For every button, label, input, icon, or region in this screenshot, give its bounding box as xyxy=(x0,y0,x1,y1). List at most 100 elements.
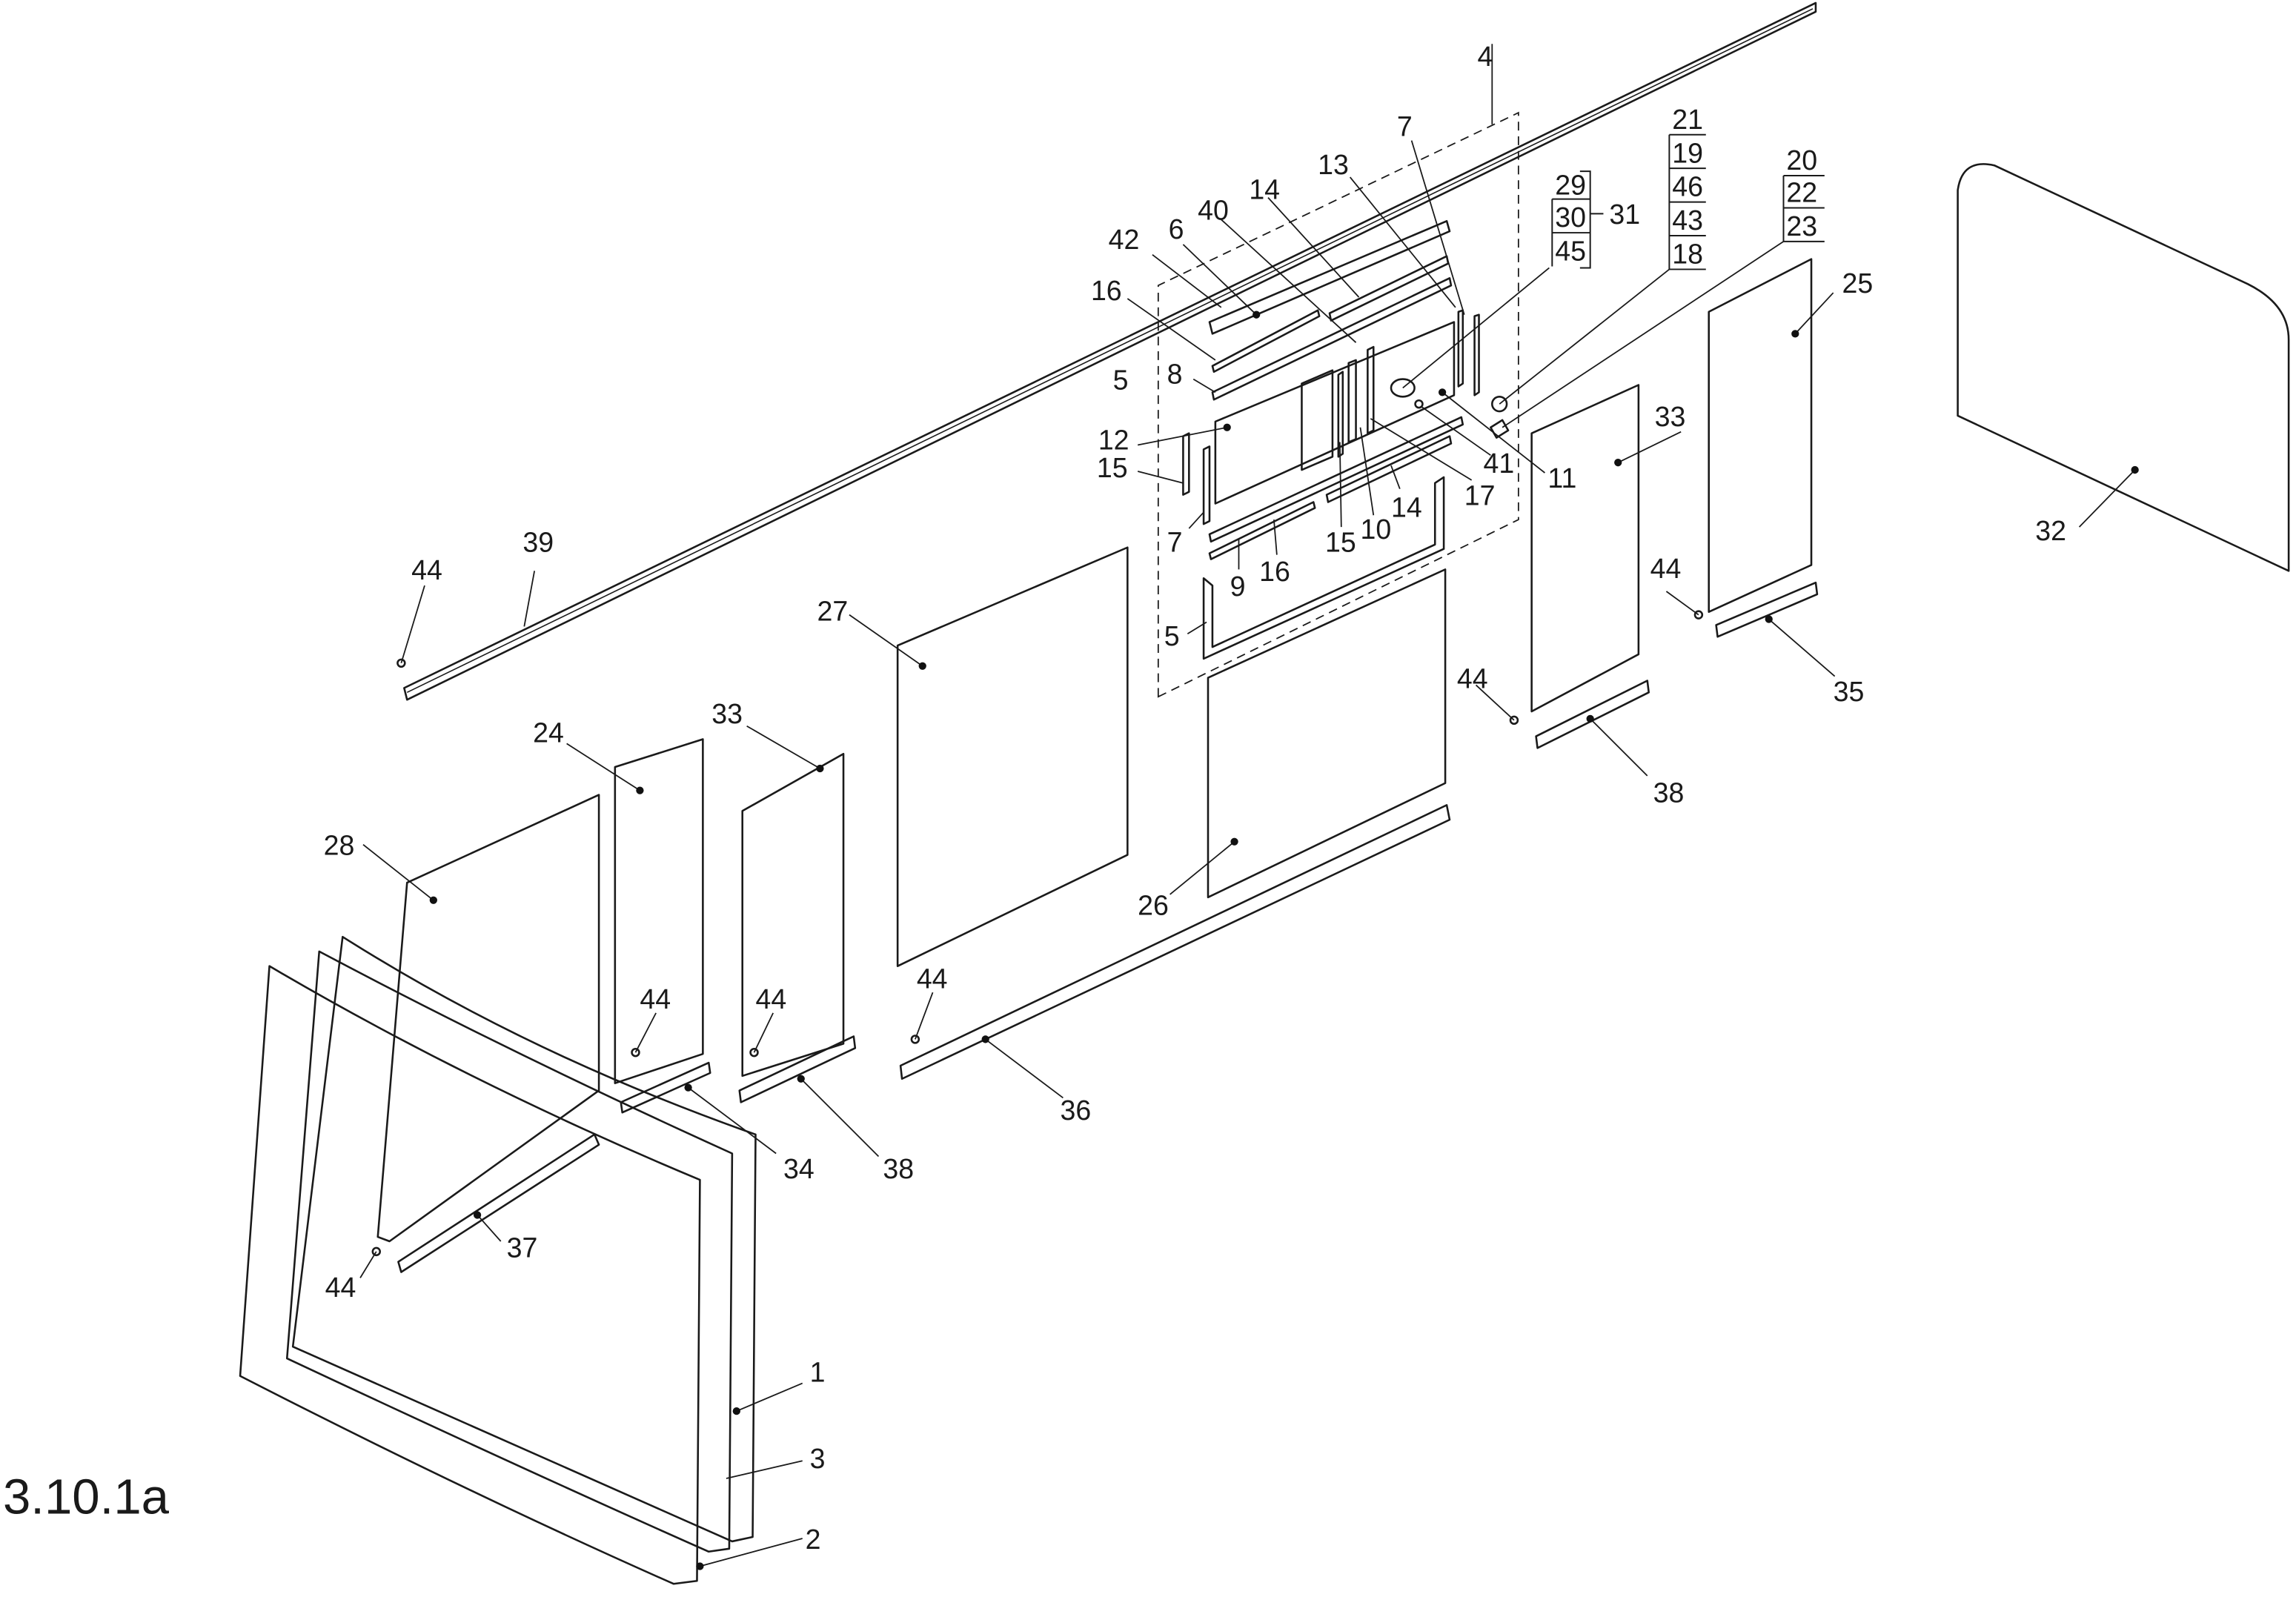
stack-item-21: 21 xyxy=(1672,104,1703,135)
leader-dot xyxy=(1230,837,1238,846)
callout-33-right: 33 xyxy=(1655,401,1686,432)
callout-3: 3 xyxy=(810,1443,826,1474)
leader-dot xyxy=(1586,714,1594,723)
callout-38-left: 38 xyxy=(883,1153,914,1184)
stack-item-43: 43 xyxy=(1672,205,1703,236)
callout-7-top: 7 xyxy=(1397,111,1413,142)
leader-dot xyxy=(429,896,437,904)
part-33-left-panel xyxy=(741,752,845,1078)
part-26-panel xyxy=(1207,568,1447,899)
stack-item-22: 22 xyxy=(1786,177,1817,208)
callout-32: 32 xyxy=(2035,515,2066,546)
stack-item-20: 20 xyxy=(1786,145,1817,176)
callout-13: 13 xyxy=(1318,149,1349,180)
callout-4: 4 xyxy=(1478,41,1493,72)
callout-26: 26 xyxy=(1138,890,1169,921)
callout-34: 34 xyxy=(783,1153,814,1184)
part-2-frame xyxy=(239,965,701,1585)
part-33-right-panel xyxy=(1530,384,1640,713)
stack-item-46: 46 xyxy=(1672,171,1703,202)
callout-44-c: 44 xyxy=(917,963,948,994)
assembly-4-parts xyxy=(1182,219,1480,660)
leader-dot xyxy=(473,1211,482,1219)
leader-dot xyxy=(918,662,926,670)
stack-item-45: 45 xyxy=(1555,236,1586,267)
leader-dot xyxy=(1223,423,1231,431)
leader-dot xyxy=(797,1075,805,1083)
callout-5-top: 5 xyxy=(1113,364,1129,395)
stack-item-30: 30 xyxy=(1555,202,1586,233)
leader-dot xyxy=(696,1562,704,1570)
fasteners-44 xyxy=(371,610,1704,1257)
leader-dot xyxy=(2131,465,2139,474)
callout-9: 9 xyxy=(1230,571,1246,602)
leader-lines xyxy=(359,44,2136,1567)
front-frames xyxy=(239,935,757,1585)
part-3-frame xyxy=(285,950,734,1553)
leader-dot xyxy=(816,764,824,773)
part-1-frame xyxy=(291,935,757,1543)
callout-11: 11 xyxy=(1547,462,1576,494)
part-39-top-rail xyxy=(403,1,1817,701)
callout-5-bottom: 5 xyxy=(1164,620,1180,651)
callout-42: 42 xyxy=(1109,224,1140,255)
cylinder-set-stack: 20 22 23 xyxy=(1782,145,1825,242)
part-28-panel xyxy=(376,794,600,1243)
callout-7-left: 7 xyxy=(1167,527,1183,558)
part-32-panel xyxy=(1957,163,2290,572)
part-36-rail xyxy=(899,804,1451,1080)
leader-dot xyxy=(732,1407,740,1415)
callout-44-topleft: 44 xyxy=(411,554,442,585)
callout-27: 27 xyxy=(817,596,848,627)
leader-dot xyxy=(1438,388,1447,396)
callout-6: 6 xyxy=(1169,213,1184,245)
callout-15-bottom: 15 xyxy=(1325,527,1356,558)
callout-41: 41 xyxy=(1483,448,1514,479)
part-lock-button xyxy=(1491,396,1508,413)
callout-1: 1 xyxy=(810,1357,826,1388)
part-38-right-rail xyxy=(1535,680,1650,749)
part-24-panel xyxy=(614,738,704,1084)
callout-44-b: 44 xyxy=(755,983,786,1015)
part-35-rail xyxy=(1715,581,1819,638)
callout-44-right: 44 xyxy=(1650,553,1682,584)
callout-37: 37 xyxy=(507,1232,538,1264)
callout-12: 12 xyxy=(1098,424,1129,455)
lock-set-stack: 21 19 46 43 18 xyxy=(1668,104,1706,270)
stack-item-23: 23 xyxy=(1786,210,1817,242)
part-34-rail xyxy=(620,1061,711,1114)
part-lock-cylinder xyxy=(1490,419,1510,439)
stack-item-29: 29 xyxy=(1555,170,1586,201)
leader-dot xyxy=(636,786,644,794)
callout-40: 40 xyxy=(1198,194,1229,225)
callout-16-top: 16 xyxy=(1091,275,1122,306)
part-37-rail xyxy=(397,1133,600,1273)
callout-38-right: 38 xyxy=(1653,777,1685,808)
leader-dot xyxy=(684,1083,692,1092)
leader-dot xyxy=(1765,615,1773,623)
callout-17: 17 xyxy=(1464,479,1496,511)
callout-14-bottom: 14 xyxy=(1391,491,1422,522)
part-27-panel xyxy=(896,546,1129,967)
callout-28: 28 xyxy=(324,830,355,861)
callout-labels: 4 7 13 14 40 6 42 16 8 12 15 7 9 16 15 1… xyxy=(324,41,2066,1555)
callout-36: 36 xyxy=(1060,1095,1091,1126)
part-38-left-rail xyxy=(738,1035,857,1103)
leader-dot xyxy=(981,1035,989,1043)
stack-group-31: 31 xyxy=(1609,199,1640,230)
leader-dot xyxy=(1614,459,1622,467)
rails xyxy=(397,581,1819,1273)
callout-33-left: 33 xyxy=(711,698,743,729)
callout-16-bottom: 16 xyxy=(1259,556,1290,587)
leader-dots xyxy=(429,311,2139,1570)
stack-item-18: 18 xyxy=(1672,239,1703,270)
leader-dot xyxy=(1252,311,1261,319)
callout-35: 35 xyxy=(1834,676,1865,707)
callout-14-top: 14 xyxy=(1249,174,1280,205)
leader-dot xyxy=(1791,330,1799,338)
callout-25: 25 xyxy=(1842,268,1874,299)
callout-10: 10 xyxy=(1360,514,1391,545)
callout-2: 2 xyxy=(806,1524,821,1555)
callout-44-bottomleft: 44 xyxy=(325,1272,356,1303)
